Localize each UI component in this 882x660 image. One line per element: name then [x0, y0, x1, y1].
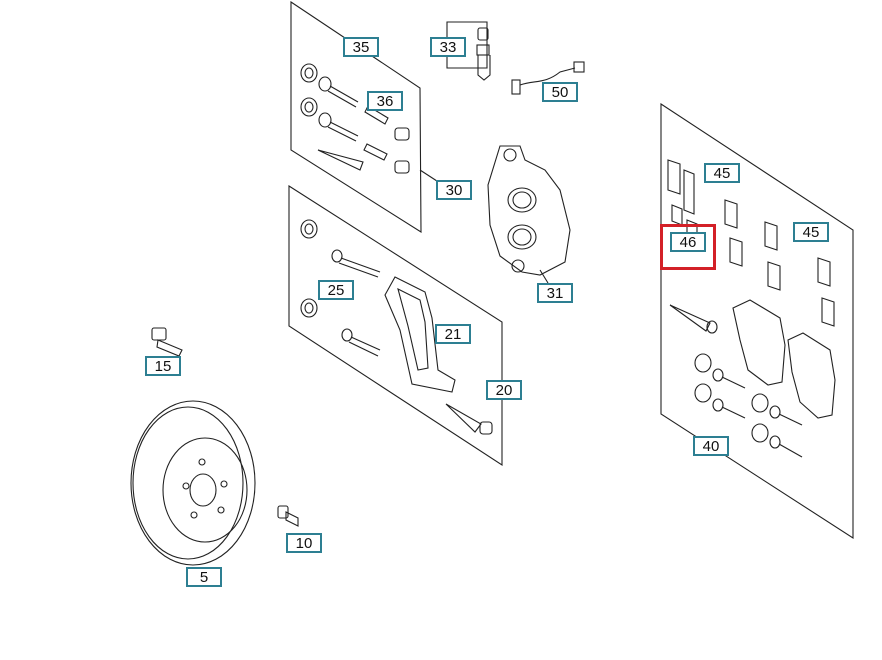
mounting-hardware-panel [288, 184, 503, 467]
callout-45[interactable]: 45 [704, 163, 740, 183]
callout-25[interactable]: 25 [318, 280, 354, 300]
callout-label: 45 [713, 164, 731, 182]
callout-label: 5 [199, 568, 209, 586]
callout-31[interactable]: 31 [537, 283, 573, 303]
callout-label: 33 [439, 38, 457, 56]
callout-label: 31 [546, 284, 564, 302]
callout-36[interactable]: 36 [367, 91, 403, 111]
callout-21[interactable]: 21 [435, 324, 471, 344]
caliper-bolt [277, 505, 299, 527]
callout-label: 40 [702, 437, 720, 455]
callout-label: 25 [327, 281, 345, 299]
callout-label: 15 [154, 357, 172, 375]
callout-5[interactable]: 5 [186, 567, 222, 587]
callout-label: 35 [352, 38, 370, 56]
callout-label: 45 [802, 223, 820, 241]
callout-33[interactable]: 33 [430, 37, 466, 57]
callout-10[interactable]: 10 [286, 533, 322, 553]
callout-label: 10 [295, 534, 313, 552]
callout-label: 30 [445, 181, 463, 199]
guide-pin-kit-panel [290, 0, 441, 234]
callout-46-inner: 46 [670, 232, 706, 252]
callout-15[interactable]: 15 [145, 356, 181, 376]
callout-20[interactable]: 20 [486, 380, 522, 400]
wear-sensor-cable [511, 61, 585, 95]
callout-label: 20 [495, 381, 513, 399]
callout-45[interactable]: 45 [793, 222, 829, 242]
brake-disc [130, 400, 256, 566]
callout-50[interactable]: 50 [542, 82, 578, 102]
callout-label: 21 [444, 325, 462, 343]
callout-30[interactable]: 30 [436, 180, 472, 200]
brake-pad-kit-panel [660, 102, 854, 540]
brake-caliper [487, 145, 571, 284]
callout-35[interactable]: 35 [343, 37, 379, 57]
callout-label: 46 [679, 233, 697, 251]
callout-label: 36 [376, 92, 394, 110]
callout-40[interactable]: 40 [693, 436, 729, 456]
callout-46-selected[interactable]: 46 [660, 224, 716, 270]
wheel-hub-bolt [151, 327, 183, 357]
callout-label: 50 [551, 83, 569, 101]
